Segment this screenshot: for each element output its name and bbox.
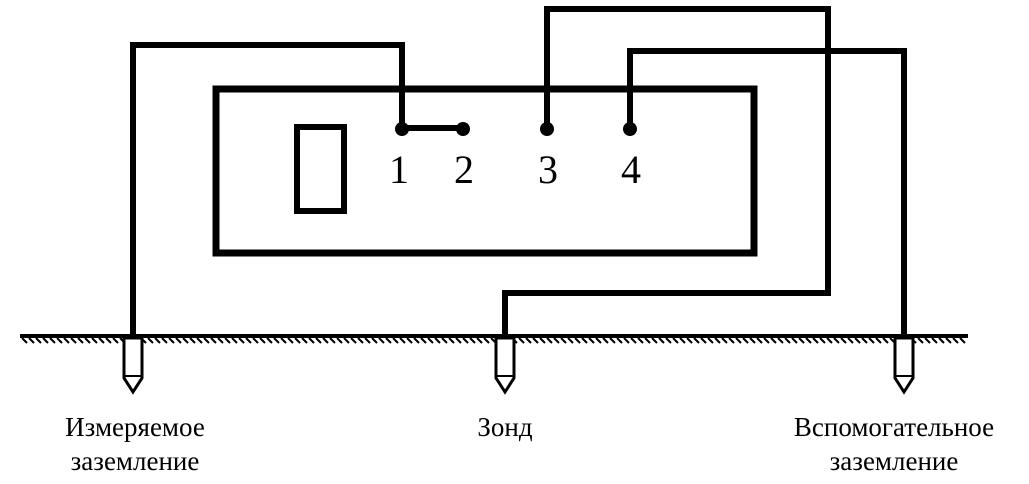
instrument-display	[294, 124, 347, 214]
terminal-2-label: 2	[454, 147, 474, 192]
ground-surface	[20, 334, 968, 344]
terminal-1	[395, 122, 409, 136]
measured-grounding-caption-line1: Измеряемое	[65, 412, 205, 442]
wire-terminal-3-to-probe	[502, 6, 831, 338]
terminal-3-label: 3	[538, 147, 558, 192]
terminal-1-label: 1	[389, 147, 409, 192]
auxiliary-grounding-caption: Вспомогательное заземление	[760, 410, 1028, 478]
electrode-measured	[122, 336, 144, 395]
instrument-body	[212, 85, 758, 257]
probe-caption: Зонд	[450, 410, 560, 444]
measured-grounding-caption-line2: заземление	[70, 446, 200, 476]
terminal-2	[456, 122, 470, 136]
measured-grounding-caption: Измеряемое заземление	[30, 410, 240, 478]
auxiliary-grounding-caption-line2: заземление	[829, 446, 959, 476]
terminal-4	[623, 122, 637, 136]
electrode-probe	[494, 336, 516, 395]
terminal-3	[540, 122, 554, 136]
probe-caption-line1: Зонд	[477, 412, 533, 442]
electrode-auxiliary	[893, 336, 915, 395]
auxiliary-grounding-caption-line1: Вспомогательное	[793, 412, 995, 442]
wire-terminal-4-to-auxiliary	[627, 48, 907, 338]
wire-measured-to-terminal-1	[130, 42, 405, 338]
terminal-4-label: 4	[621, 147, 641, 192]
